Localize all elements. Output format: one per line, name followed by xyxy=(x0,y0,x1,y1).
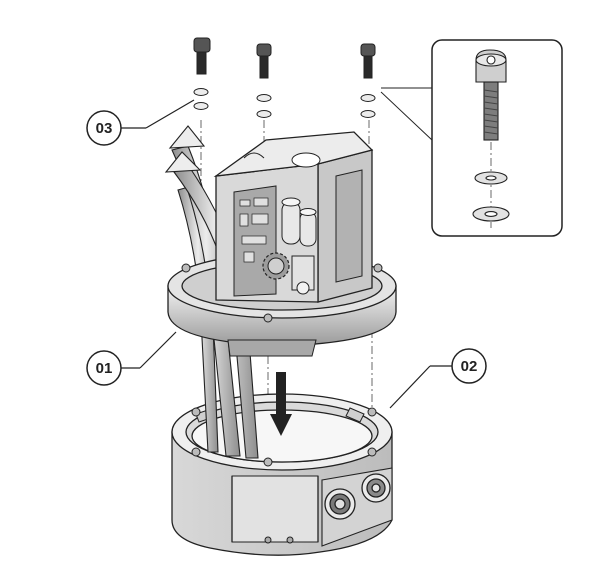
screw-detail-inset xyxy=(380,39,563,237)
washer-icon xyxy=(193,88,376,118)
screw-icon xyxy=(475,49,507,141)
screw-icon xyxy=(360,43,376,79)
gear-icon xyxy=(262,252,290,280)
callout-label-01: 01 xyxy=(96,360,113,377)
screw-icon xyxy=(256,43,272,79)
screw-icon xyxy=(193,37,211,75)
down-arrow-icon xyxy=(270,372,292,436)
callout-03: 03 xyxy=(86,99,195,146)
screw-set xyxy=(193,37,376,118)
washer-icon xyxy=(472,171,510,222)
callout-02: 02 xyxy=(389,348,487,409)
connector-port-1 xyxy=(324,488,356,520)
callout-label-03: 03 xyxy=(96,120,113,137)
electronics-module xyxy=(213,131,374,303)
callout-label-02: 02 xyxy=(461,358,478,375)
callout-01: 01 xyxy=(86,331,177,386)
connector-port-2 xyxy=(361,473,391,503)
capacitor-group xyxy=(281,197,317,247)
